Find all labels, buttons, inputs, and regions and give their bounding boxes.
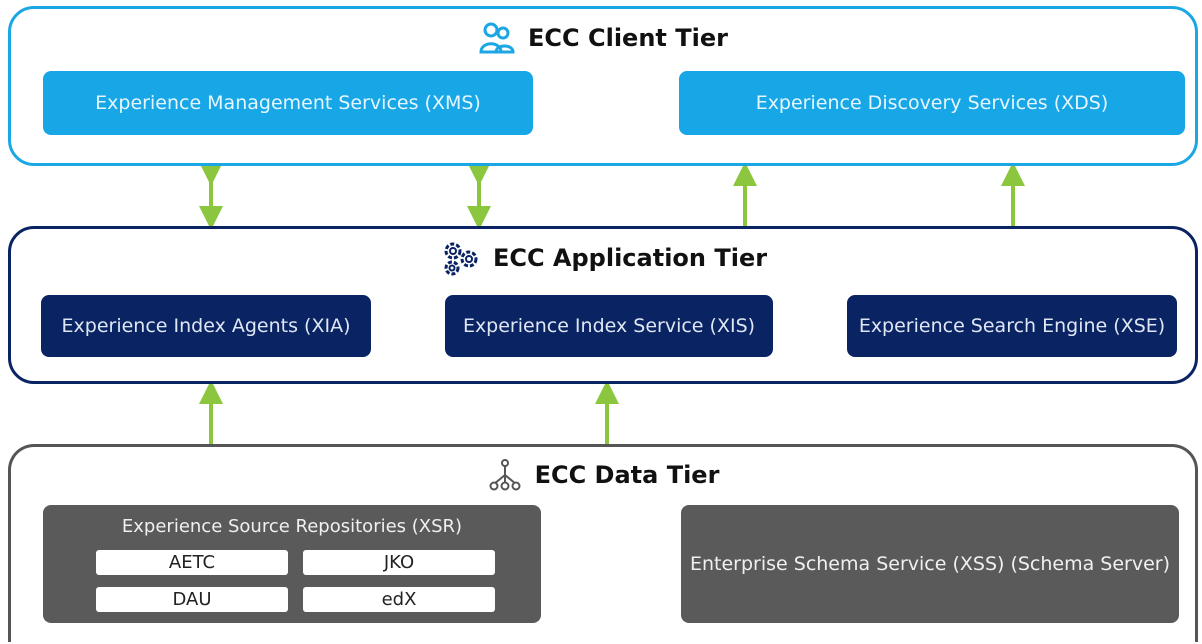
application-tier-panel: ECC Application Tier Experience Index Ag… [8,226,1198,384]
client-tier-panel: ECC Client Tier Experience Management Se… [8,6,1198,166]
repo-dau: DAU [96,587,288,612]
xms-box: Experience Management Services (XMS) [43,71,533,135]
client-tier-heading: ECC Client Tier [11,21,1195,55]
xds-box: Experience Discovery Services (XDS) [679,71,1185,135]
application-tier-title: ECC Application Tier [492,244,768,272]
network-icon [487,459,523,491]
gears-icon [439,239,481,277]
xsr-title: Experience Source Repositories (XSR) [121,516,463,537]
data-tier-heading: ECC Data Tier [11,459,1195,491]
xse-box: Experience Search Engine (XSE) [847,295,1177,357]
repo-jko: JKO [303,550,495,575]
repo-aetc: AETC [96,550,288,575]
data-tier-title: ECC Data Tier [534,461,720,489]
xss-box: Enterprise Schema Service (XSS) (Schema … [681,505,1179,623]
data-tier-panel: ECC Data Tier Experience Source Reposito… [8,444,1198,642]
application-tier-heading: ECC Application Tier [11,239,1195,277]
repo-edx: edX [303,587,495,612]
xia-box: Experience Index Agents (XIA) [41,295,371,357]
users-icon [478,21,516,55]
xsr-box: Experience Source Repositories (XSR) AET… [43,505,541,623]
xis-box: Experience Index Service (XIS) [445,295,773,357]
client-tier-title: ECC Client Tier [528,24,728,52]
